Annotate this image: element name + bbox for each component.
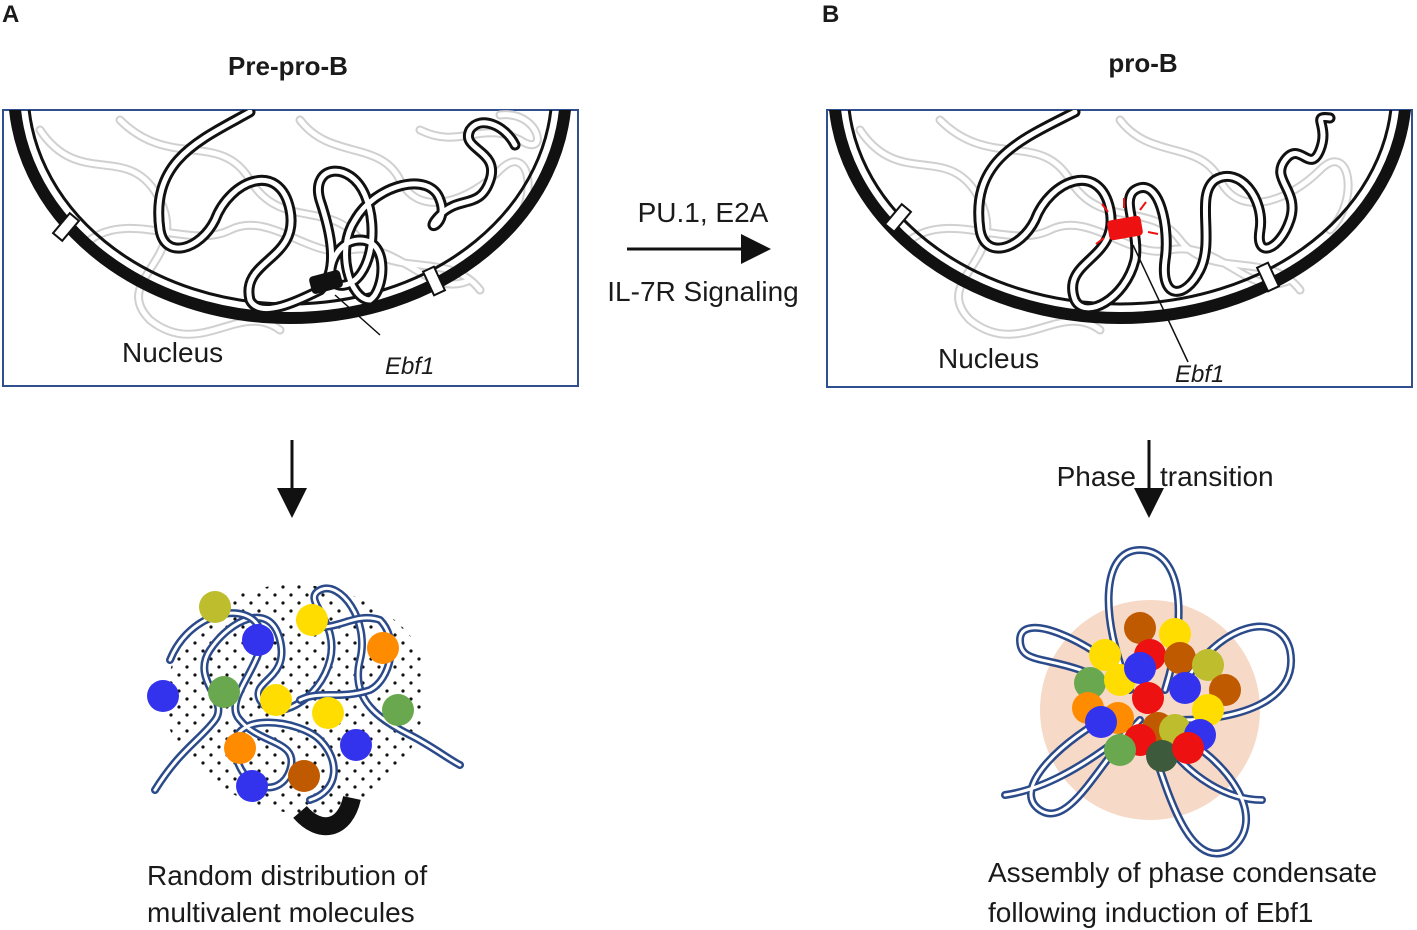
pore-icon <box>1255 261 1281 293</box>
molecule <box>1192 649 1224 681</box>
pore-icon <box>883 202 913 234</box>
molecule <box>242 624 274 656</box>
nucleus-label-a: Nucleus <box>122 337 223 368</box>
molecule <box>340 729 372 761</box>
molecule <box>382 694 414 726</box>
transition-signaling-label: IL-7R Signaling <box>607 276 798 307</box>
molecule <box>288 760 320 792</box>
gene-locus-icon <box>293 795 361 836</box>
molecule <box>1124 652 1156 684</box>
caption-b-line1: Assembly of phase condensate <box>988 857 1377 888</box>
molecule <box>1085 706 1117 738</box>
nucleus-label-b: Nucleus <box>938 343 1039 374</box>
transition-label: transition <box>1160 461 1274 492</box>
gene-pointer-line-a <box>334 294 381 336</box>
panel-b-title: pro-B <box>1108 48 1177 78</box>
panel-a: A Pre-pro-B <box>2 1 579 928</box>
gene-locus-icon <box>309 270 343 294</box>
pore-icon <box>421 265 447 297</box>
random-cluster <box>147 584 464 836</box>
caption-a-line2: multivalent molecules <box>147 897 415 928</box>
gene-locus-icon <box>1107 215 1143 241</box>
gene-label-b: Ebf1 <box>1175 361 1224 388</box>
molecule <box>1089 639 1121 671</box>
pore-icon <box>51 211 81 243</box>
molecule <box>367 632 399 664</box>
transition-factors-label: PU.1, E2A <box>638 197 769 228</box>
molecule <box>1169 672 1201 704</box>
molecule <box>199 591 231 623</box>
phase-label: Phase <box>1057 461 1136 492</box>
molecule <box>1159 618 1191 650</box>
panel-a-title: Pre-pro-B <box>228 51 348 81</box>
chromatin-fiber-a <box>153 110 521 315</box>
molecule <box>296 604 328 636</box>
panel-b: B pro-B <box>822 1 1413 928</box>
molecule <box>312 697 344 729</box>
transition: PU.1, E2A IL-7R Signaling <box>607 197 798 307</box>
molecule <box>1146 740 1178 772</box>
gene-label-a: Ebf1 <box>385 353 434 380</box>
nucleus-box-b: Nucleus Ebf1 <box>826 109 1413 388</box>
nuclear-envelope-b <box>829 110 1411 324</box>
panel-b-letter: B <box>822 1 839 28</box>
molecule <box>260 684 292 716</box>
caption-a-line1: Random distribution of <box>147 860 427 891</box>
caption-b-line2: following induction of Ebf1 <box>988 897 1313 928</box>
molecule <box>1164 642 1196 674</box>
chromatin-fiber-b <box>973 110 1336 314</box>
molecule <box>1074 667 1106 699</box>
nucleus-box-a: Nucleus Ebf1 <box>2 109 579 387</box>
molecule <box>1172 732 1204 764</box>
phase-condensate <box>1001 546 1296 858</box>
panel-a-letter: A <box>2 1 19 28</box>
molecule <box>208 676 240 708</box>
molecule <box>147 680 179 712</box>
activation-rays-icon <box>1095 198 1159 245</box>
molecule <box>236 770 268 802</box>
molecule <box>1104 734 1136 766</box>
molecule <box>1124 612 1156 644</box>
gene-pointer-line-b <box>1132 244 1189 363</box>
molecule <box>224 732 256 764</box>
molecule <box>1192 694 1224 726</box>
molecule <box>1132 682 1164 714</box>
